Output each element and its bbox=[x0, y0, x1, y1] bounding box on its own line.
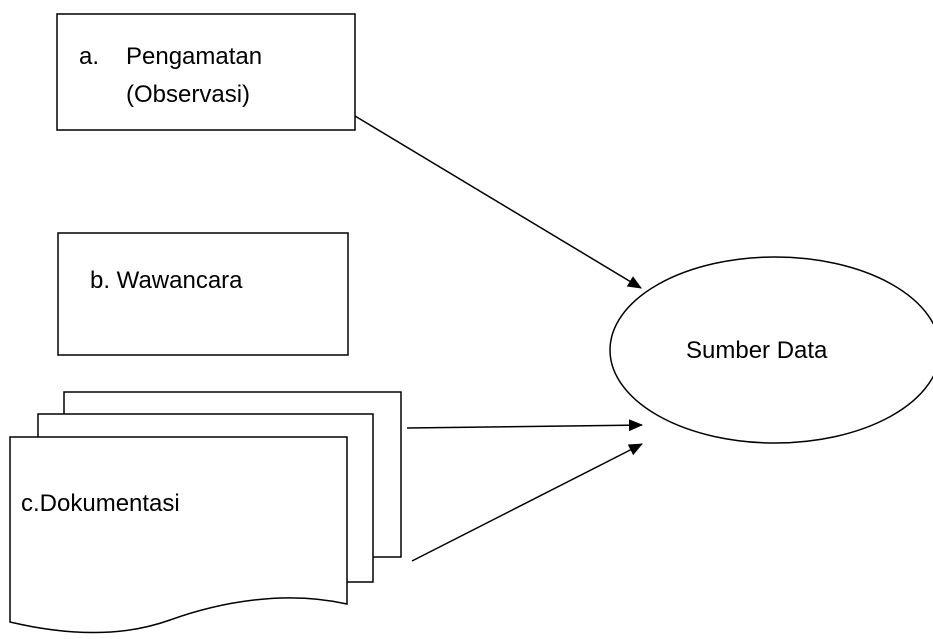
arrow-documentation-bottom-to-source bbox=[411, 443, 643, 562]
observation-box bbox=[56, 13, 356, 131]
observation-marker: a. bbox=[79, 43, 100, 70]
documentation-label: c.Dokumentasi bbox=[21, 490, 180, 517]
interview-label: b. Wawancara bbox=[90, 267, 243, 294]
arrow-observation-to-source bbox=[354, 115, 642, 289]
interview-box bbox=[57, 232, 349, 356]
data-source-label: Sumber Data bbox=[686, 337, 828, 364]
document-front-sheet bbox=[9, 436, 348, 634]
arrow-documentation-top-to-source bbox=[406, 419, 643, 432]
observation-subtitle: (Observasi) bbox=[126, 81, 251, 108]
observation-title: Pengamatan bbox=[126, 43, 263, 70]
documentation-stack bbox=[9, 391, 402, 634]
data-source-ellipse bbox=[609, 256, 933, 444]
